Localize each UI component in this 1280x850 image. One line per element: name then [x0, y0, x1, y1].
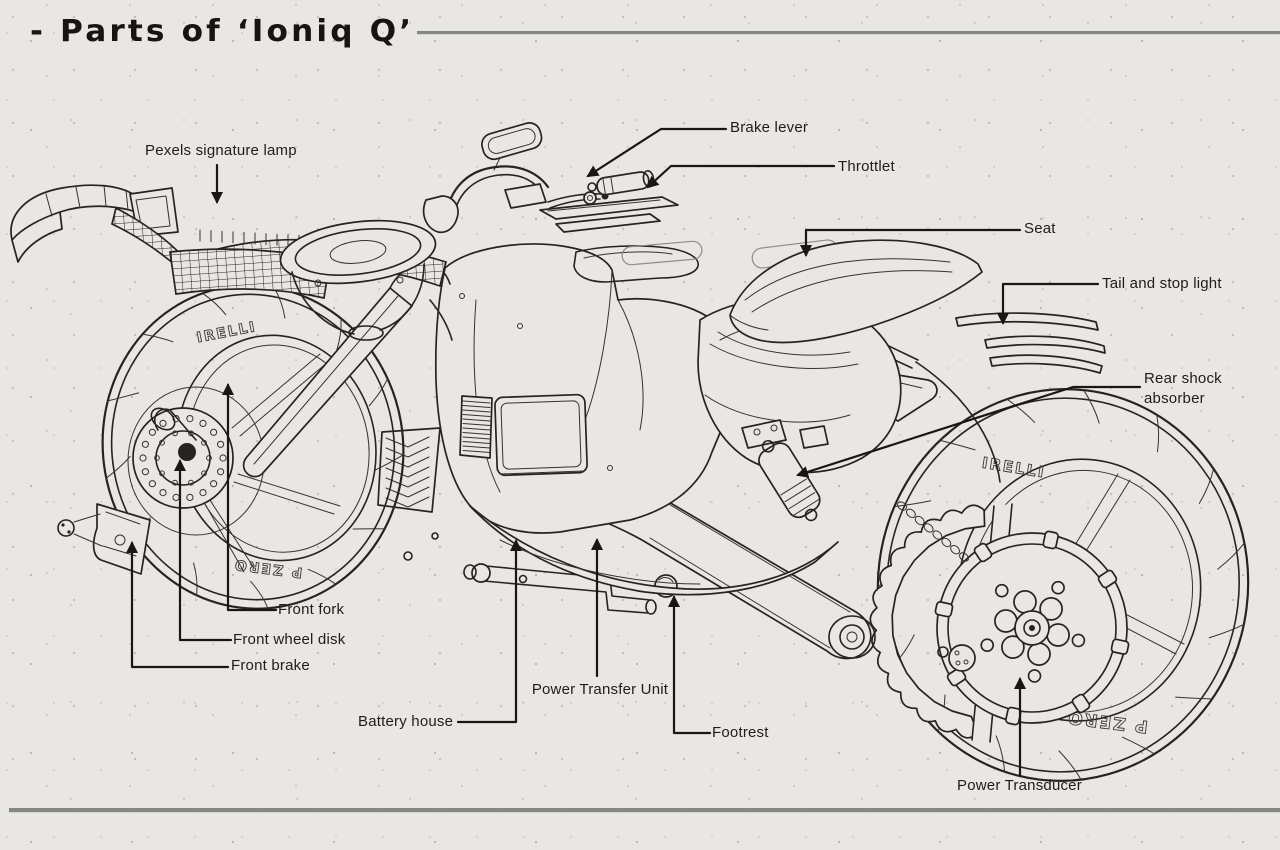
- label-rear-shock-absorber: Rear shock absorber: [1144, 370, 1222, 407]
- leader-front-fork: [222, 383, 278, 612]
- drive-chain: [897, 501, 969, 562]
- label-front-wheel-disk: Front wheel disk: [233, 631, 346, 648]
- leader-seat: [800, 228, 1022, 257]
- bottom-rule-line: [9, 808, 1280, 812]
- label-tail-and-stop-light: Tail and stop light: [1102, 275, 1222, 292]
- rear-sprocket: [869, 504, 986, 739]
- rear-shock-absorber-part: [741, 419, 829, 522]
- rear-tire-brand-top: IRELLI: [981, 454, 1047, 482]
- leader-throttlet: [646, 164, 836, 189]
- leader-front-brake: [126, 541, 230, 669]
- label-seat: Seat: [1024, 220, 1056, 237]
- dash-screen: [481, 122, 543, 161]
- leader-footrest: [668, 595, 712, 735]
- throttle-part: [596, 170, 655, 196]
- front-wheel-disk-part: [132, 407, 234, 509]
- label-pexels-signature-lamp: Pexels signature lamp: [145, 142, 297, 159]
- battery-house-door: [494, 393, 588, 477]
- front-tire-brand-top: IRELLI: [195, 319, 258, 346]
- handlebar-assembly: [422, 122, 679, 234]
- label-brake-lever: Brake lever: [730, 119, 809, 136]
- leader-lines: [126, 127, 1142, 778]
- front-fork-part: [242, 263, 419, 478]
- label-front-brake: Front brake: [231, 657, 310, 674]
- label-power-transfer-unit: Power Transfer Unit: [531, 681, 669, 698]
- footrest-assembly: [403, 532, 678, 615]
- label-power-transducer: Power Transducer: [957, 777, 1082, 794]
- leader-front-wheel-disk: [174, 459, 233, 642]
- label-battery-house: Battery house: [358, 713, 454, 730]
- top-rule-line: [417, 31, 1280, 34]
- leader-tail-and-stop-light: [997, 282, 1100, 325]
- leader-brake-lever: [586, 127, 728, 178]
- label-footrest: Footrest: [712, 724, 769, 741]
- power-transducer-disc: [934, 530, 1130, 726]
- label-front-fork: Front fork: [278, 601, 345, 618]
- belly-pan: [469, 505, 839, 596]
- body-tank: [377, 239, 839, 534]
- label-throttlet: Throttlet: [838, 158, 895, 175]
- leader-battery-house: [456, 539, 522, 724]
- leader-rear-shock-absorber: [796, 385, 1142, 478]
- front-cowl: [279, 219, 437, 341]
- front-wheel: IRELLI P ZERO: [57, 263, 419, 610]
- tail-and-stop-light-part: [955, 312, 1106, 374]
- front-brake-part: [57, 503, 151, 575]
- page-title: - Parts of ‘Ioniq Q’: [30, 14, 415, 49]
